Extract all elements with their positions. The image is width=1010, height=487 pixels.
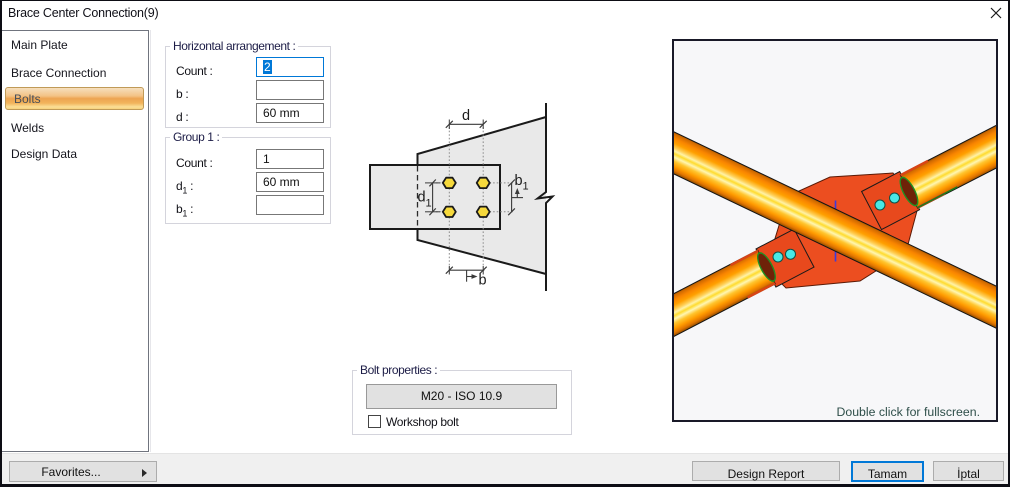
svg-text:Double click for fullscreen.: Double click for fullscreen. bbox=[836, 405, 980, 419]
svg-text:d: d bbox=[462, 108, 470, 124]
svg-text:d: d bbox=[418, 190, 426, 206]
svg-text:1: 1 bbox=[523, 181, 529, 193]
svg-text:b: b bbox=[479, 273, 487, 289]
svg-text:1: 1 bbox=[426, 198, 432, 210]
svg-text:b: b bbox=[515, 173, 523, 189]
